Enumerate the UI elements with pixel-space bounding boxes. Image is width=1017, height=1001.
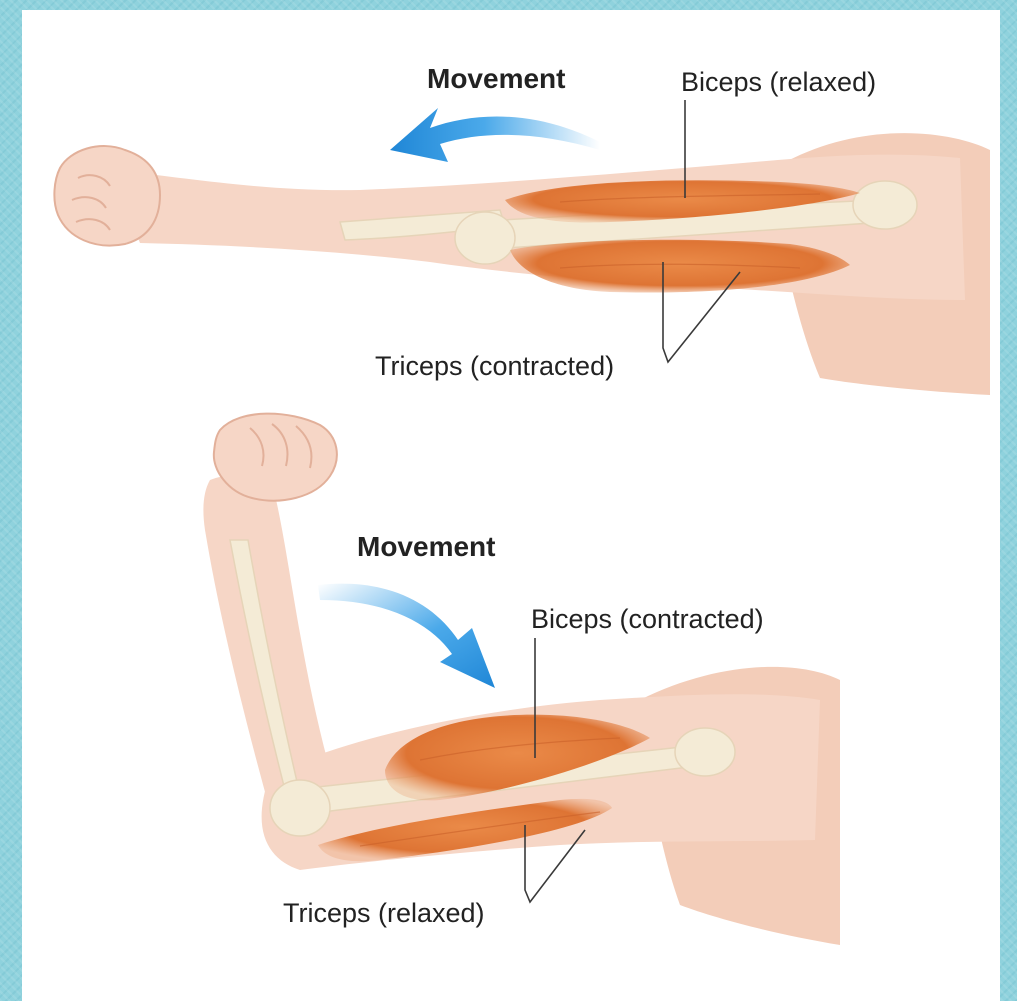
top-biceps-label: Biceps (relaxed) <box>681 67 876 97</box>
bottom-arm-illustration <box>203 414 840 945</box>
top-movement-label: Movement <box>427 63 565 94</box>
bottom-biceps-label: Biceps (contracted) <box>531 604 764 634</box>
bottom-movement-arrow <box>318 584 495 688</box>
top-movement-arrow <box>390 108 600 162</box>
top-triceps-label: Triceps (contracted) <box>375 351 614 381</box>
top-fist <box>54 146 160 245</box>
bottom-triceps-label: Triceps (relaxed) <box>283 898 485 928</box>
bottom-movement-label: Movement <box>357 531 495 562</box>
